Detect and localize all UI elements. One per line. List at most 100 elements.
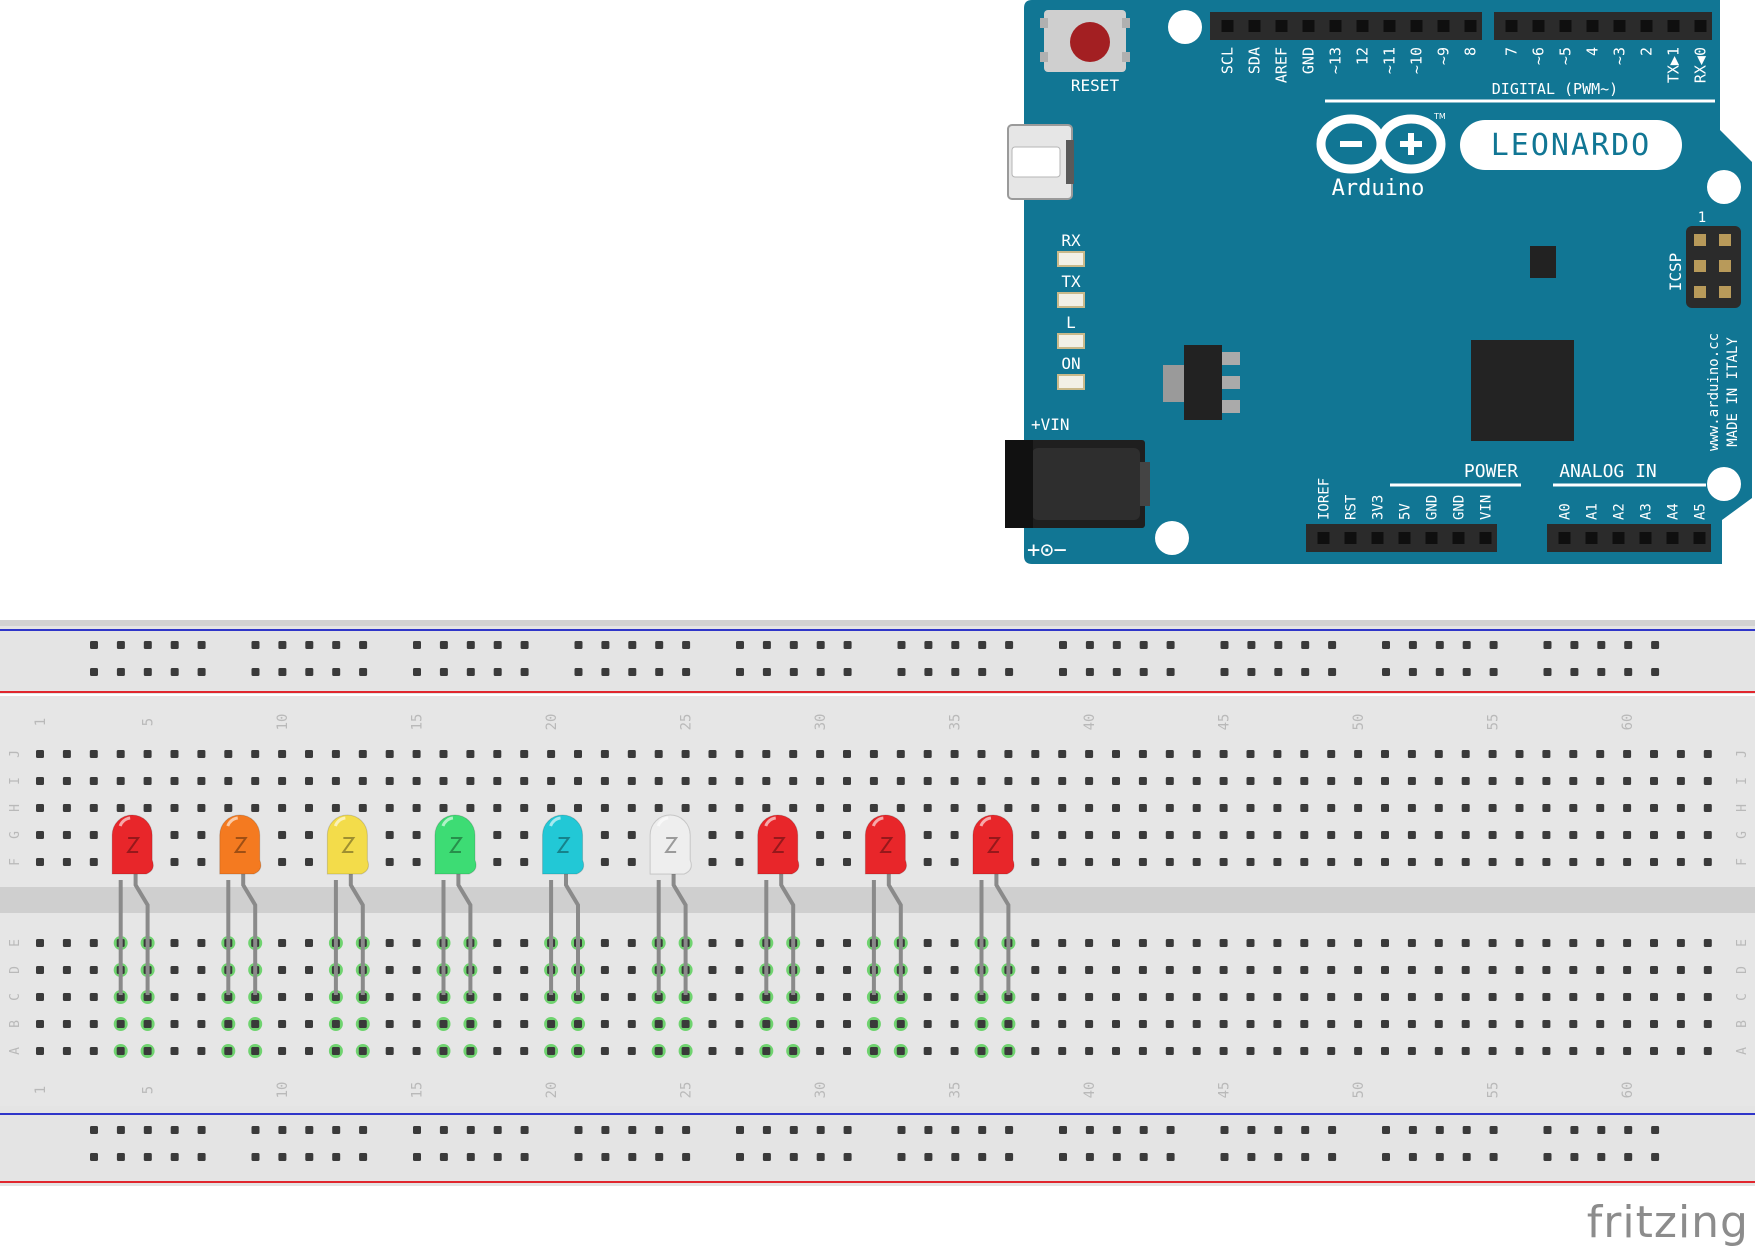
breadboard-hole[interactable] xyxy=(197,641,206,649)
breadboard-hole[interactable] xyxy=(1676,777,1685,785)
breadboard-hole[interactable] xyxy=(1031,939,1040,947)
breadboard-hole[interactable] xyxy=(843,831,851,839)
breadboard-hole[interactable] xyxy=(1703,1047,1712,1055)
breadboard-hole[interactable] xyxy=(843,993,851,1001)
breadboard-hole[interactable] xyxy=(1219,750,1228,758)
breadboard-hole[interactable] xyxy=(251,777,260,785)
breadboard-hole[interactable] xyxy=(816,1126,825,1134)
breadboard-hole[interactable] xyxy=(1138,1020,1147,1028)
breadboard-hole[interactable] xyxy=(493,777,502,785)
breadboard-hole[interactable] xyxy=(197,804,206,812)
breadboard-hole[interactable] xyxy=(1569,831,1578,839)
breadboard-hole[interactable] xyxy=(1300,750,1309,758)
led-white[interactable] xyxy=(649,814,692,995)
breadboard-hole[interactable] xyxy=(1435,1153,1444,1161)
breadboard-hole[interactable] xyxy=(493,1153,502,1161)
breadboard-hole[interactable] xyxy=(1327,858,1336,866)
breadboard-hole[interactable] xyxy=(1058,777,1067,785)
breadboard-hole[interactable] xyxy=(627,993,636,1001)
breadboard-hole[interactable] xyxy=(628,641,637,649)
breadboard-hole[interactable] xyxy=(1300,993,1309,1001)
breadboard-hole[interactable] xyxy=(843,1047,851,1055)
breadboard-hole[interactable] xyxy=(1382,668,1390,676)
breadboard-hole[interactable] xyxy=(1247,668,1256,676)
breadboard-hole[interactable] xyxy=(1004,804,1013,812)
breadboard-hole[interactable] xyxy=(413,1153,421,1161)
breadboard-hole[interactable] xyxy=(143,668,152,676)
breadboard-hole[interactable] xyxy=(1192,858,1201,866)
breadboard-hole[interactable] xyxy=(1085,1047,1094,1055)
breadboard-hole[interactable] xyxy=(89,750,98,758)
breadboard-hole[interactable] xyxy=(1488,804,1497,812)
breadboard-hole[interactable] xyxy=(1676,831,1685,839)
breadboard-hole[interactable] xyxy=(1435,641,1444,649)
breadboard-hole[interactable] xyxy=(1381,750,1389,758)
breadboard-hole[interactable] xyxy=(520,750,529,758)
breadboard-hole[interactable] xyxy=(1058,993,1067,1001)
icsp-pin[interactable] xyxy=(1694,260,1706,272)
breadboard-hole[interactable] xyxy=(1165,1020,1174,1028)
breadboard-hole[interactable] xyxy=(1435,668,1444,676)
breadboard-hole[interactable] xyxy=(332,1126,341,1134)
breadboard-hole[interactable] xyxy=(843,858,851,866)
breadboard-hole[interactable] xyxy=(1165,750,1174,758)
breadboard-hole[interactable] xyxy=(1624,1153,1633,1161)
breadboard-hole[interactable] xyxy=(896,1047,905,1055)
digital-header-pin[interactable] xyxy=(1329,20,1342,32)
breadboard-hole[interactable] xyxy=(1327,993,1336,1001)
breadboard-hole[interactable] xyxy=(1703,777,1712,785)
breadboard-hole[interactable] xyxy=(197,966,206,974)
breadboard-hole[interactable] xyxy=(1624,641,1633,649)
breadboard-hole[interactable] xyxy=(520,1153,529,1161)
breadboard-hole[interactable] xyxy=(789,1047,798,1055)
breadboard-hole[interactable] xyxy=(923,804,932,812)
digital-header-pin[interactable] xyxy=(1694,20,1707,32)
breadboard-hole[interactable] xyxy=(62,966,71,974)
breadboard-hole[interactable] xyxy=(628,668,637,676)
breadboard-hole[interactable] xyxy=(627,966,636,974)
breadboard-hole[interactable] xyxy=(1623,993,1632,1001)
breadboard-hole[interactable] xyxy=(923,1020,932,1028)
breadboard-hole[interactable] xyxy=(197,750,206,758)
breadboard-hole[interactable] xyxy=(466,777,475,785)
breadboard-hole[interactable] xyxy=(951,668,960,676)
breadboard-hole[interactable] xyxy=(1085,777,1094,785)
breadboard-hole[interactable] xyxy=(1381,831,1389,839)
breadboard-hole[interactable] xyxy=(1112,966,1120,974)
breadboard-hole[interactable] xyxy=(1165,777,1174,785)
breadboard-hole[interactable] xyxy=(1651,1153,1660,1161)
breadboard-hole[interactable] xyxy=(1328,668,1337,676)
breadboard-hole[interactable] xyxy=(493,966,502,974)
breadboard-hole[interactable] xyxy=(1273,804,1282,812)
breadboard-hole[interactable] xyxy=(897,641,906,649)
breadboard-hole[interactable] xyxy=(1112,641,1121,649)
breadboard-hole[interactable] xyxy=(1220,668,1229,676)
breadboard-hole[interactable] xyxy=(278,804,287,812)
breadboard-hole[interactable] xyxy=(600,777,609,785)
breadboard-hole[interactable] xyxy=(197,777,206,785)
breadboard-hole[interactable] xyxy=(305,668,314,676)
breadboard-hole[interactable] xyxy=(1489,641,1498,649)
breadboard-hole[interactable] xyxy=(681,804,690,812)
breadboard-hole[interactable] xyxy=(170,939,179,947)
breadboard-hole[interactable] xyxy=(36,993,44,1001)
breadboard-hole[interactable] xyxy=(1112,831,1120,839)
digital-header-pin[interactable] xyxy=(1613,20,1626,32)
breadboard-hole[interactable] xyxy=(1274,641,1283,649)
breadboard-hole[interactable] xyxy=(358,804,367,812)
breadboard-hole[interactable] xyxy=(978,641,987,649)
breadboard-hole[interactable] xyxy=(170,993,179,1001)
breadboard-hole[interactable] xyxy=(520,939,529,947)
breadboard-hole[interactable] xyxy=(493,1020,502,1028)
breadboard-hole[interactable] xyxy=(843,1020,851,1028)
breadboard-hole[interactable] xyxy=(224,750,233,758)
breadboard-hole[interactable] xyxy=(574,668,583,676)
breadboard-hole[interactable] xyxy=(1462,641,1471,649)
breadboard-hole[interactable] xyxy=(950,831,959,839)
breadboard-hole[interactable] xyxy=(36,831,44,839)
breadboard-hole[interactable] xyxy=(493,804,502,812)
breadboard-hole[interactable] xyxy=(1085,1020,1094,1028)
breadboard-hole[interactable] xyxy=(520,858,529,866)
breadboard-hole[interactable] xyxy=(251,1020,260,1028)
breadboard-hole[interactable] xyxy=(1112,1047,1120,1055)
